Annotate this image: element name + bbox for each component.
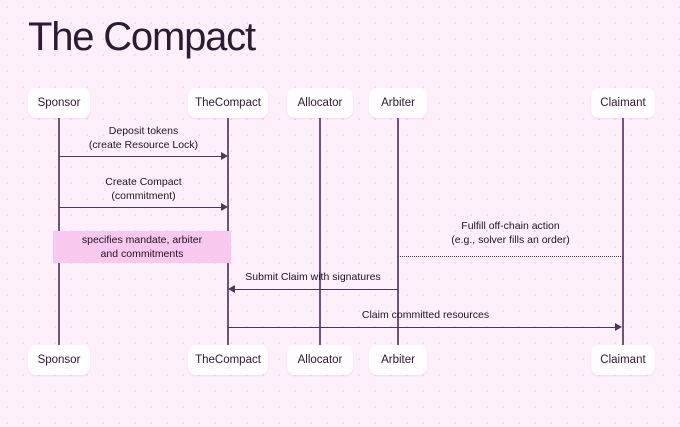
actor-label: Arbiter (381, 97, 415, 109)
actor-label: Sponsor (37, 354, 81, 366)
message-line-claim-committed-resources (228, 327, 616, 329)
message-line-fulfill-off-chain-action (398, 256, 623, 257)
actor-label: Allocator (297, 354, 343, 366)
lifeline-allocator (319, 117, 321, 345)
message-label-deposit-tokens: Deposit tokens (create Resource Lock) (88, 125, 199, 151)
actor-label: Arbiter (381, 354, 415, 366)
actor-thecompact-top[interactable]: TheCompact (188, 88, 268, 118)
actor-arbiter-top[interactable]: Arbiter (369, 88, 427, 118)
actor-label: Sponsor (37, 97, 81, 109)
actor-sponsor-bottom[interactable]: Sponsor (28, 345, 90, 375)
actor-label: Allocator (297, 97, 343, 109)
message-label-create-compact: Create Compact (commitment) (105, 176, 182, 202)
note-mandate: specifies mandate, arbiter and commitmen… (53, 231, 231, 263)
message-line-deposit-tokens (59, 156, 222, 158)
actor-sponsor-top[interactable]: Sponsor (28, 88, 90, 118)
actor-label: Claimant (600, 354, 646, 366)
lifeline-claimant (622, 117, 624, 345)
message-arrowhead-claim-committed-resources (615, 323, 622, 331)
actor-label: TheCompact (195, 354, 261, 366)
message-label-fulfill-off-chain-action: Fulfill off-chain action (e.g., solver f… (451, 220, 570, 246)
message-arrowhead-create-compact (221, 203, 228, 211)
message-arrowhead-deposit-tokens (221, 152, 228, 160)
message-arrowhead-submit-claim (228, 285, 235, 293)
actor-thecompact-bottom[interactable]: TheCompact (188, 345, 268, 375)
actor-allocator-bottom[interactable]: Allocator (287, 345, 353, 375)
actor-arbiter-bottom[interactable]: Arbiter (369, 345, 427, 375)
message-line-submit-claim (234, 289, 398, 291)
page-title: The Compact (28, 15, 256, 59)
message-label-submit-claim: Submit Claim with signatures (245, 271, 381, 283)
message-line-create-compact (59, 207, 222, 209)
actor-label: TheCompact (195, 97, 261, 109)
lifeline-arbiter (397, 117, 399, 345)
actor-claimant-bottom[interactable]: Claimant (591, 345, 655, 375)
actor-allocator-top[interactable]: Allocator (287, 88, 353, 118)
actor-claimant-top[interactable]: Claimant (591, 88, 655, 118)
message-label-claim-committed-resources: Claim committed resources (361, 309, 490, 321)
actor-label: Claimant (600, 97, 646, 109)
